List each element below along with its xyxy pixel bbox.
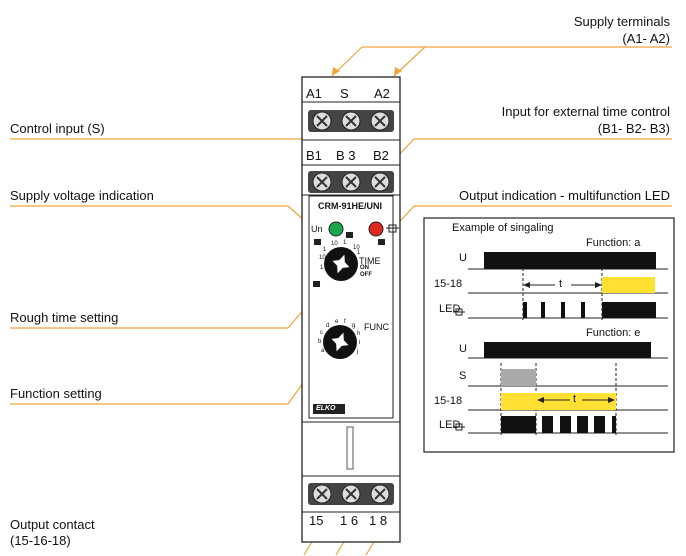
function-setting-label: Function setting [10,386,102,401]
un-label: Un [311,224,323,234]
green-led-icon [328,221,344,237]
output-contact-label: Output contact [10,517,95,532]
row-s-e: S [459,370,467,382]
time-scale-4: 10 [331,241,338,247]
row-u-e: U [459,343,467,355]
supply-voltage-label: Supply voltage indication [10,188,154,203]
supply-terminals-ids: (A1- A2) [622,31,670,46]
func-scale-i: i [359,340,361,346]
row-contact-a: 15-18 [434,278,463,290]
control-input-label: Control input (S) [10,121,105,136]
external-time-ids: (B1- B2- B3) [597,121,670,136]
func-scale-a: a [321,348,325,354]
row-led-a: LED [439,303,461,315]
relay-device [301,76,401,543]
rough-time-label: Rough time setting [10,310,119,325]
on-label: ON [360,265,369,271]
red-led-icon [368,221,384,237]
func-scale-e: e [335,319,339,325]
time-scale-5: 1 [343,240,347,246]
row-led-e: LED [439,419,461,431]
time-scale-3: 1 [323,247,327,253]
terminal-15: 15 [309,513,324,528]
func-scale-f: f [344,319,346,325]
off-label: OFF [360,272,372,278]
time-scale-6: 10 [353,245,360,251]
terminal-b3: B 3 [336,148,356,163]
signaling-box [423,217,675,453]
signaling-title: Example of singaling [452,222,554,234]
terminal-18: 1 8 [369,513,388,528]
function-a-label: Function: a [586,237,641,249]
output-indication-label: Output indication - multifunction LED [459,188,670,203]
func-scale-h: h [357,331,361,337]
supply-terminals-label: Supply terminals [573,14,670,29]
t-label-a: t [559,278,563,290]
function-e-label: Function: e [586,327,641,339]
func-scale-c: c [320,330,323,336]
time-scale-7: 1 [357,250,361,256]
t-label-e: t [573,393,577,405]
func-scale-b: b [318,339,322,345]
terminal-s: S [340,86,349,101]
terminal-b2: B2 [373,148,389,163]
external-time-label: Input for external time control [501,104,670,119]
model-label: CRM-91HE/UNI [318,201,383,211]
time-label: TIME [359,256,381,266]
func-scale-d: d [326,323,330,329]
time-scale-2: 10 [319,255,326,261]
terminal-screws [308,110,394,505]
time-scale-1: 1 [320,265,324,271]
func-scale-g: g [352,323,356,329]
row-contact-e: 15-18 [434,395,463,407]
func-scale-j: j [357,349,359,355]
func-label: FUNC [364,322,389,332]
terminal-b1: B1 [306,148,322,163]
terminal-16: 1 6 [340,513,359,528]
brand-logo: ELKO [316,405,336,412]
row-u-a: U [459,252,467,264]
terminal-a1: A1 [306,86,322,101]
output-contact-ids: (15-16-18) [10,533,71,548]
terminal-a2: A2 [374,86,390,101]
